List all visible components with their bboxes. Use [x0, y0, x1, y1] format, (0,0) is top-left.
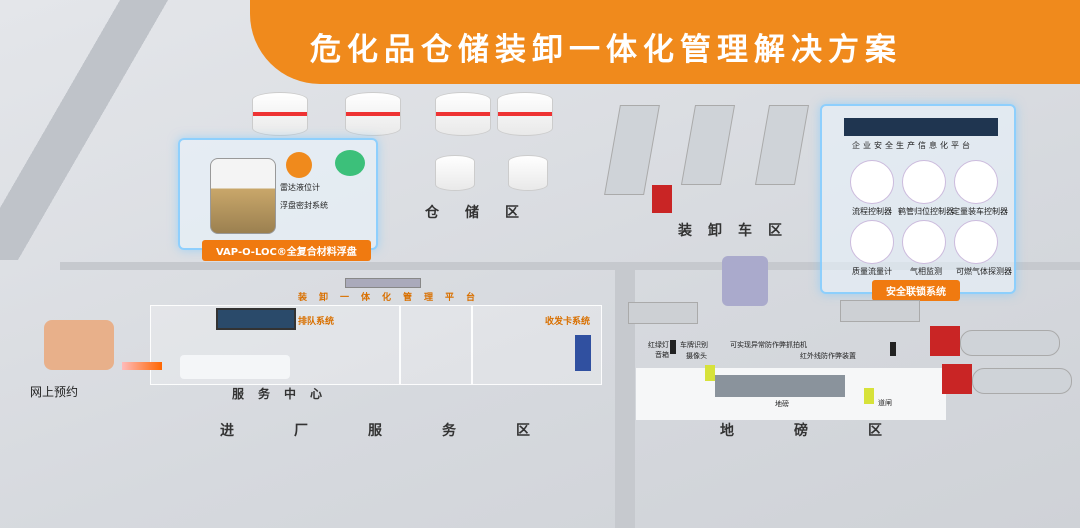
mass-flowmeter-icon — [850, 220, 894, 264]
green-tank — [335, 150, 365, 176]
queue-display — [216, 308, 296, 330]
tanker-truck — [972, 368, 1072, 394]
road — [60, 262, 1080, 270]
seal-label: 浮盘密封系统 — [280, 201, 328, 210]
storage-tank — [497, 92, 553, 136]
road — [615, 262, 635, 528]
shelter — [840, 300, 920, 322]
flow-controller-icon — [850, 160, 894, 204]
card-label: 收发卡系统 — [545, 317, 591, 327]
truck-cab — [652, 185, 672, 213]
storage-tank — [252, 92, 308, 136]
device-label: 质量流量计 — [852, 267, 892, 276]
device-label: 鹤管归位控制器 — [898, 207, 954, 216]
capture-label: 可实现异常防作弊抓拍机 — [730, 341, 807, 349]
server-icon — [345, 278, 421, 288]
queue-label: 排队系统 — [298, 317, 335, 327]
online-booking-label: 网上预约 — [30, 385, 79, 399]
gate-barrier — [864, 388, 874, 404]
page-title: 危化品仓储装卸一体化管理解决方案 — [250, 0, 1080, 84]
radar-gauge-icon — [286, 152, 312, 178]
device-label: 流程控制器 — [852, 207, 892, 216]
tank-cutaway — [210, 158, 276, 234]
phone-hand-icon — [44, 320, 114, 370]
platform-label: 装卸一体化管理平台 — [298, 293, 488, 303]
storage-tank — [345, 92, 401, 136]
traffic-light-icon — [670, 340, 676, 354]
storage-tank — [435, 92, 491, 136]
truck-cab — [942, 364, 972, 394]
building-room — [400, 305, 472, 385]
traffic-light-label: 红绿灯 — [648, 341, 669, 349]
device-label: 可燃气体探测器 — [956, 267, 1012, 276]
gas-detector-icon — [954, 220, 998, 264]
service-desk — [180, 355, 290, 379]
truck-cab — [930, 326, 960, 356]
arrow-icon — [122, 362, 162, 370]
camera-label: 摄像头 — [686, 352, 707, 360]
safety-interlock-panel: 企业安全生产信息化平台 流程控制器 鹤管归位控制器 定量装车控制器 质量流量计 … — [820, 104, 1016, 301]
device-label: 定量装车控制器 — [952, 207, 1008, 216]
quantitative-controller-icon — [954, 160, 998, 204]
infrared-label: 红外线防作弊装置 — [800, 352, 856, 360]
tanker-truck — [960, 330, 1060, 356]
device-label: 气相监测 — [910, 267, 942, 276]
shelter — [628, 302, 698, 324]
card-kiosk — [575, 335, 591, 371]
guard-booth — [722, 256, 768, 306]
gate-barrier — [705, 365, 715, 381]
plate-label: 车牌识别 — [680, 341, 708, 349]
arm-controller-icon — [902, 160, 946, 204]
radar-label: 雷达液位计 — [280, 183, 320, 192]
speaker-label: 音箱 — [655, 351, 669, 359]
zone-label-loading: 装卸车区 — [678, 223, 798, 239]
service-center-label: 服务中心 — [232, 387, 337, 401]
scale-label: 地磅 — [775, 400, 789, 408]
zone-label-weighbridge: 地磅区 — [720, 423, 942, 439]
storage-tank — [435, 155, 475, 191]
gas-phase-monitor-icon — [902, 220, 946, 264]
platform-label: 企业安全生产信息化平台 — [852, 141, 973, 150]
scale-deck — [715, 375, 845, 397]
zone-label-storage: 仓储区 — [425, 205, 545, 221]
zone-label-service: 进厂服务区 — [220, 423, 590, 439]
floating-roof-badge: VAP-O-LOC®全复合材料浮盘 — [202, 240, 371, 261]
safety-badge: 安全联锁系统 — [872, 280, 960, 301]
storage-tank — [508, 155, 548, 191]
platform-screens — [844, 118, 998, 136]
floating-roof-panel: 雷达液位计 浮盘密封系统 VAP-O-LOC®全复合材料浮盘 — [178, 138, 378, 261]
traffic-light-icon — [890, 342, 896, 356]
gate-label: 道闸 — [878, 399, 892, 407]
